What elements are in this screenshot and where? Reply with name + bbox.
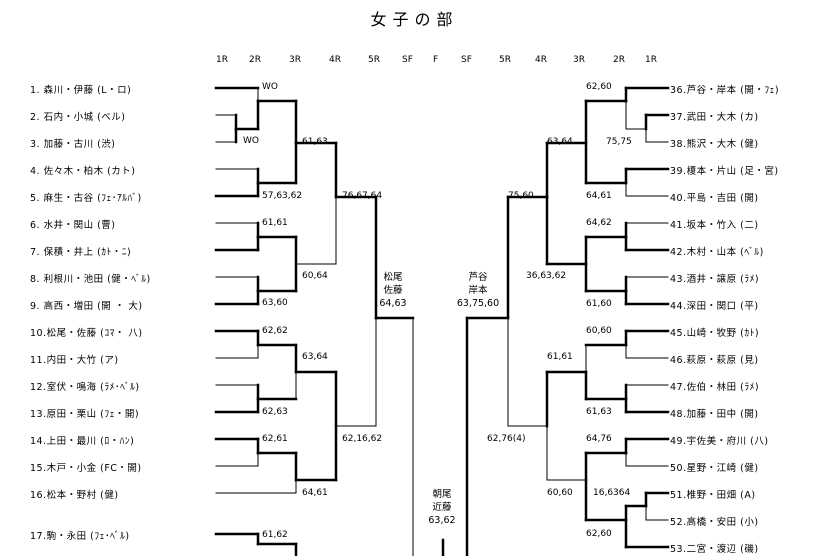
player-left-12: 12.室伏・鳴海 (ﾗﾒ･ﾍﾞﾙ) xyxy=(30,382,140,393)
score-left: 57,63,62 xyxy=(262,191,303,201)
score-left: 60,64 xyxy=(302,271,328,281)
score-right: 16,6364 xyxy=(593,488,631,498)
player-left-17: 17.駒・永田 (ﾌｪ･ﾍﾞﾙ) xyxy=(30,531,130,542)
round-header-3r-right: 3R xyxy=(573,55,585,65)
score-right: 61,60 xyxy=(586,299,612,309)
player-right-36: 36.芦谷・岸本 (開・ﾌｪ) xyxy=(670,85,780,96)
round-header-4r-left: 4R xyxy=(329,55,341,65)
player-right-51: 51.椎野・田畑 (A) xyxy=(670,490,756,501)
sf-right-winner-name1: 芦谷 xyxy=(468,272,488,283)
player-right-46: 46.萩原・萩原 (見) xyxy=(670,355,759,366)
player-right-40: 40.平島・吉田 (開) xyxy=(670,193,759,204)
player-right-49: 49.宇佐美・府川 (八) xyxy=(670,436,769,447)
player-left-8: 8. 利根川・池田 (健・ﾍﾞﾙ) xyxy=(30,274,151,285)
player-right-37: 37.武田・大木 (カ) xyxy=(670,112,759,123)
player-left-5: 5. 麻生・古谷 (ﾌｪ･ｱﾙﾊﾞ) xyxy=(30,193,142,204)
player-right-52: 52.高橋・安田 (小) xyxy=(670,517,759,528)
sf-left-winner-name2: 佐藤 xyxy=(383,285,403,296)
score-left: 62,61 xyxy=(262,434,288,444)
player-right-38: 38.熊沢・大木 (健) xyxy=(670,139,759,150)
player-right-44: 44.深田・関口 (平) xyxy=(670,301,759,312)
score-right: 64,76 xyxy=(586,434,612,444)
player-left-14: 14.上田・最川 (ﾛ・ﾊﾝ) xyxy=(30,436,135,447)
round-header-1r-right: 1R xyxy=(645,55,657,65)
player-left-2: 2. 石内・小城 (ベル) xyxy=(30,112,126,123)
score-left: WO xyxy=(262,82,278,92)
round-header-2r-right: 2R xyxy=(613,55,625,65)
player-right-50: 50.星野・江崎 (健) xyxy=(670,463,759,474)
round-header-4r-right: 4R xyxy=(535,55,547,65)
score-right: 62,76(4) xyxy=(487,434,526,444)
player-right-48: 48.加藤・田中 (開) xyxy=(670,409,759,420)
center-winner: 朝尾 近藤 63,62 xyxy=(420,488,464,527)
score-right: 36,63,62 xyxy=(526,271,567,281)
score-right: 64,61 xyxy=(586,191,612,201)
player-right-53: 53.二宮・渡辺 (磯) xyxy=(670,544,759,555)
player-left-10: 10.松尾・佐藤 (ｺﾏ・ 八) xyxy=(30,328,143,339)
player-right-41: 41.坂本・竹入 (二) xyxy=(670,220,759,231)
page-title: 女子の部 xyxy=(370,10,459,29)
round-header-2r-left: 2R xyxy=(249,55,261,65)
player-right-42: 42.木村・山本 (ﾍﾞﾙ) xyxy=(670,247,764,258)
score-left: 64,61 xyxy=(302,488,328,498)
round-header-3r-left: 3R xyxy=(289,55,301,65)
player-left-13: 13.原田・栗山 (ﾌｪ・開) xyxy=(30,409,140,420)
score-left: WO xyxy=(243,136,259,146)
score-right: 60,60 xyxy=(547,488,573,498)
score-left: 62,62 xyxy=(262,326,288,336)
score-right: 64,62 xyxy=(586,218,612,228)
player-right-43: 43.酒井・譲原 (ﾗﾒ) xyxy=(670,274,760,285)
sf-right-winner: 芦谷 岸本 63,75,60 xyxy=(450,271,506,310)
score-left: 62,63 xyxy=(262,407,288,417)
score-right: 60,60 xyxy=(586,326,612,336)
player-left-3: 3. 加藤・古川 (渋) xyxy=(30,139,116,150)
player-right-39: 39.榎本・片山 (足・宮) xyxy=(670,166,779,177)
player-left-1: 1. 森川・伊藤 (L・ロ) xyxy=(30,85,132,96)
score-right: 61,61 xyxy=(547,352,573,362)
round-header-sf-right: SF xyxy=(461,55,472,65)
player-left-9: 9. 高西・増田 (開 ・ 大) xyxy=(30,301,143,312)
player-left-15: 15.木戸・小金 (FC・開) xyxy=(30,463,142,474)
player-right-45: 45.山崎・牧野 (ｶﾄ) xyxy=(670,328,760,339)
player-left-6: 6. 水井・関山 (曹) xyxy=(30,220,116,231)
center-winner-name2: 近藤 xyxy=(432,502,452,513)
center-winner-name1: 朝尾 xyxy=(432,489,452,500)
score-right: 75,75 xyxy=(606,137,632,147)
score-left: 63,64 xyxy=(302,352,328,362)
player-left-11: 11.内田・大竹 (ア) xyxy=(30,355,119,366)
player-left-7: 7. 保積・井上 (ｶﾄ・ﾆ) xyxy=(30,247,132,258)
score-right: 62,60 xyxy=(586,529,612,539)
center-winner-score: 63,62 xyxy=(428,515,456,526)
round-header-sf-left: SF xyxy=(402,55,413,65)
round-header-1r-left: 1R xyxy=(216,55,228,65)
score-left: 61,62 xyxy=(262,530,288,540)
sf-left-winner-name1: 松尾 xyxy=(383,272,403,283)
score-right: 62,60 xyxy=(586,82,612,92)
round-header-5r-left: 5R xyxy=(368,55,380,65)
player-left-16: 16.松本・野村 (健) xyxy=(30,490,119,501)
sf-left-winner: 松尾 佐藤 64,63 xyxy=(372,271,414,310)
round-header-final: F xyxy=(433,55,439,65)
player-right-47: 47.佐伯・林田 (ﾗﾒ) xyxy=(670,382,760,393)
score-left: 61,61 xyxy=(262,218,288,228)
sf-right-winner-name2: 岸本 xyxy=(468,285,488,296)
score-left: 62,16,62 xyxy=(342,434,383,444)
sf-left-winner-score: 64,63 xyxy=(379,298,407,309)
score-right: 61,63 xyxy=(586,407,612,417)
sf-right-winner-score: 63,75,60 xyxy=(456,298,500,309)
score-left: 63,60 xyxy=(262,298,288,308)
round-header-5r-right: 5R xyxy=(499,55,511,65)
player-left-4: 4. 佐々木・柏木 (カト) xyxy=(30,166,136,177)
